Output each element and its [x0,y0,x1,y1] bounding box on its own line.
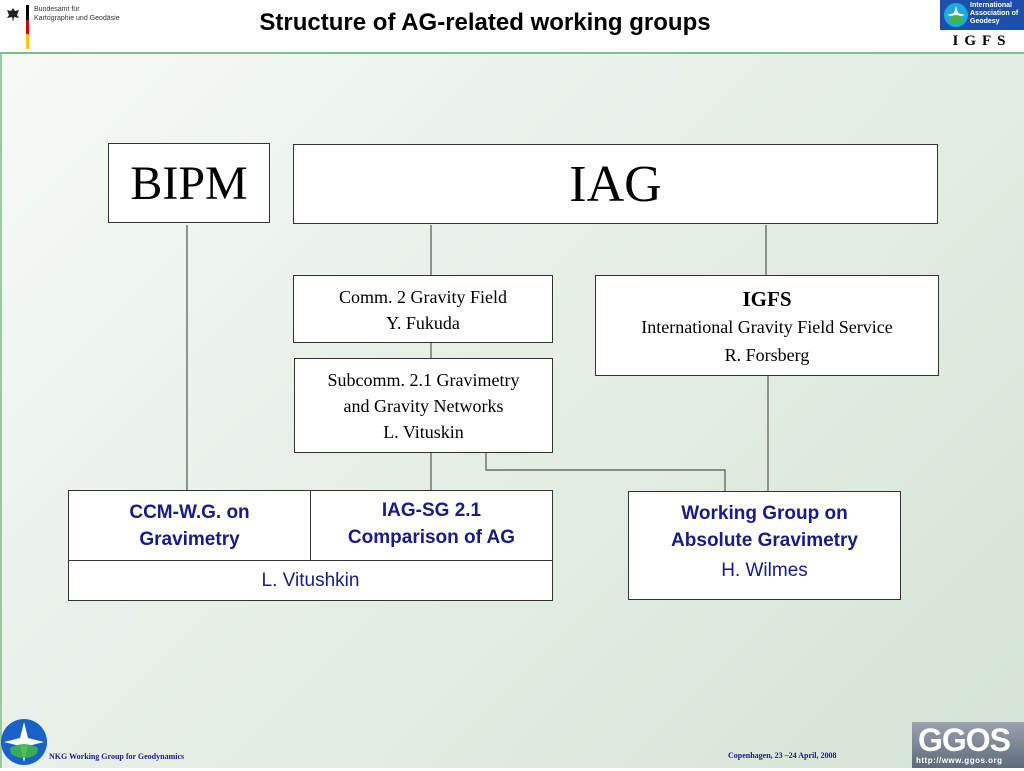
ggos-logo-text: GGOS [918,722,1011,758]
igfs-chair: R. Forsberg [724,345,810,365]
subcomm-box: Subcomm. 2.1 Gravimetry and Gravity Netw… [294,358,553,453]
compass-logo [0,718,48,766]
igfs-box: IGFS International Gravity Field Service… [595,275,939,376]
connector-lines [186,225,769,492]
subcomm-title-line-1: Subcomm. 2.1 Gravimetry [327,370,520,390]
comm2-box: Comm. 2 Gravity Field Y. Fukuda [293,275,553,343]
iag-logo-line-1: International [970,2,1013,9]
bkg-logo: Bundesamt für Kartographie und Geodäsie [4,3,124,49]
iag-sg-title-line-2: Comparison of AG [347,527,516,548]
ccm-wg-title-line-2: Gravimetry [139,529,240,550]
eagle-icon [7,8,19,22]
slide-title: Structure of AG-related working groups [259,9,711,36]
iag-logo-line-3: Geodesy [970,18,1000,25]
igfs-title: IGFS [742,287,792,311]
igfs-logo-text: IGFS [952,33,1012,49]
wg-absolute-gravimetry-box: Working Group on Absolute Gravimetry H. … [628,491,901,600]
igfs-full-name: International Gravity Field Service [641,317,893,337]
iag-label: IAG [569,156,662,213]
iag-sg-title-line-1: IAG-SG 2.1 [381,500,482,521]
ccm-wg-title-line-1: CCM-W.G. on [129,502,250,523]
wg-chair: H. Wilmes [721,560,808,581]
iag-box: IAG [293,144,938,224]
comm2-chair: Y. Fukuda [386,313,460,333]
footer-right-text: Copenhagen, 23 –24 April, 2008 [728,751,837,760]
joint-chair-box: L. Vitushkin [68,560,553,601]
bipm-box: BIPM [108,143,270,223]
wg-title-line-1: Working Group on [681,503,848,524]
bkg-logo-line-2: Kartographie und Geodäsie [34,15,120,22]
german-flag-icon [26,5,29,49]
subcomm-title-line-2: and Gravity Networks [343,396,504,416]
ggos-url: http://www.ggos.org [916,756,1003,765]
iag-sg-box: IAG-SG 2.1 Comparison of AG [310,490,553,561]
wg-title-line-2: Absolute Gravimetry [671,530,858,551]
slide-header: Bundesamt für Kartographie und Geodäsie … [0,0,1024,54]
comm2-title: Comm. 2 Gravity Field [339,287,507,307]
igfs-logo: International Association of Geodesy IGF… [940,0,1024,52]
iag-logo-line-2: Association of [970,10,1019,17]
ccm-wg-box: CCM-W.G. on Gravimetry [68,490,311,561]
ggos-logo: GGOS http://www.ggos.org [912,722,1024,768]
joint-chair-name: L. Vitushkin [261,570,360,591]
subcomm-chair: L. Vituskin [383,422,464,442]
bipm-label: BIPM [130,157,248,210]
footer-left-text: NKG Working Group for Geodynamics [49,752,185,761]
iag-globe-icon [944,3,968,27]
bkg-logo-line-1: Bundesamt für [34,6,80,13]
compass-icon [1,719,47,765]
connector-subcomm-wg [485,453,726,492]
